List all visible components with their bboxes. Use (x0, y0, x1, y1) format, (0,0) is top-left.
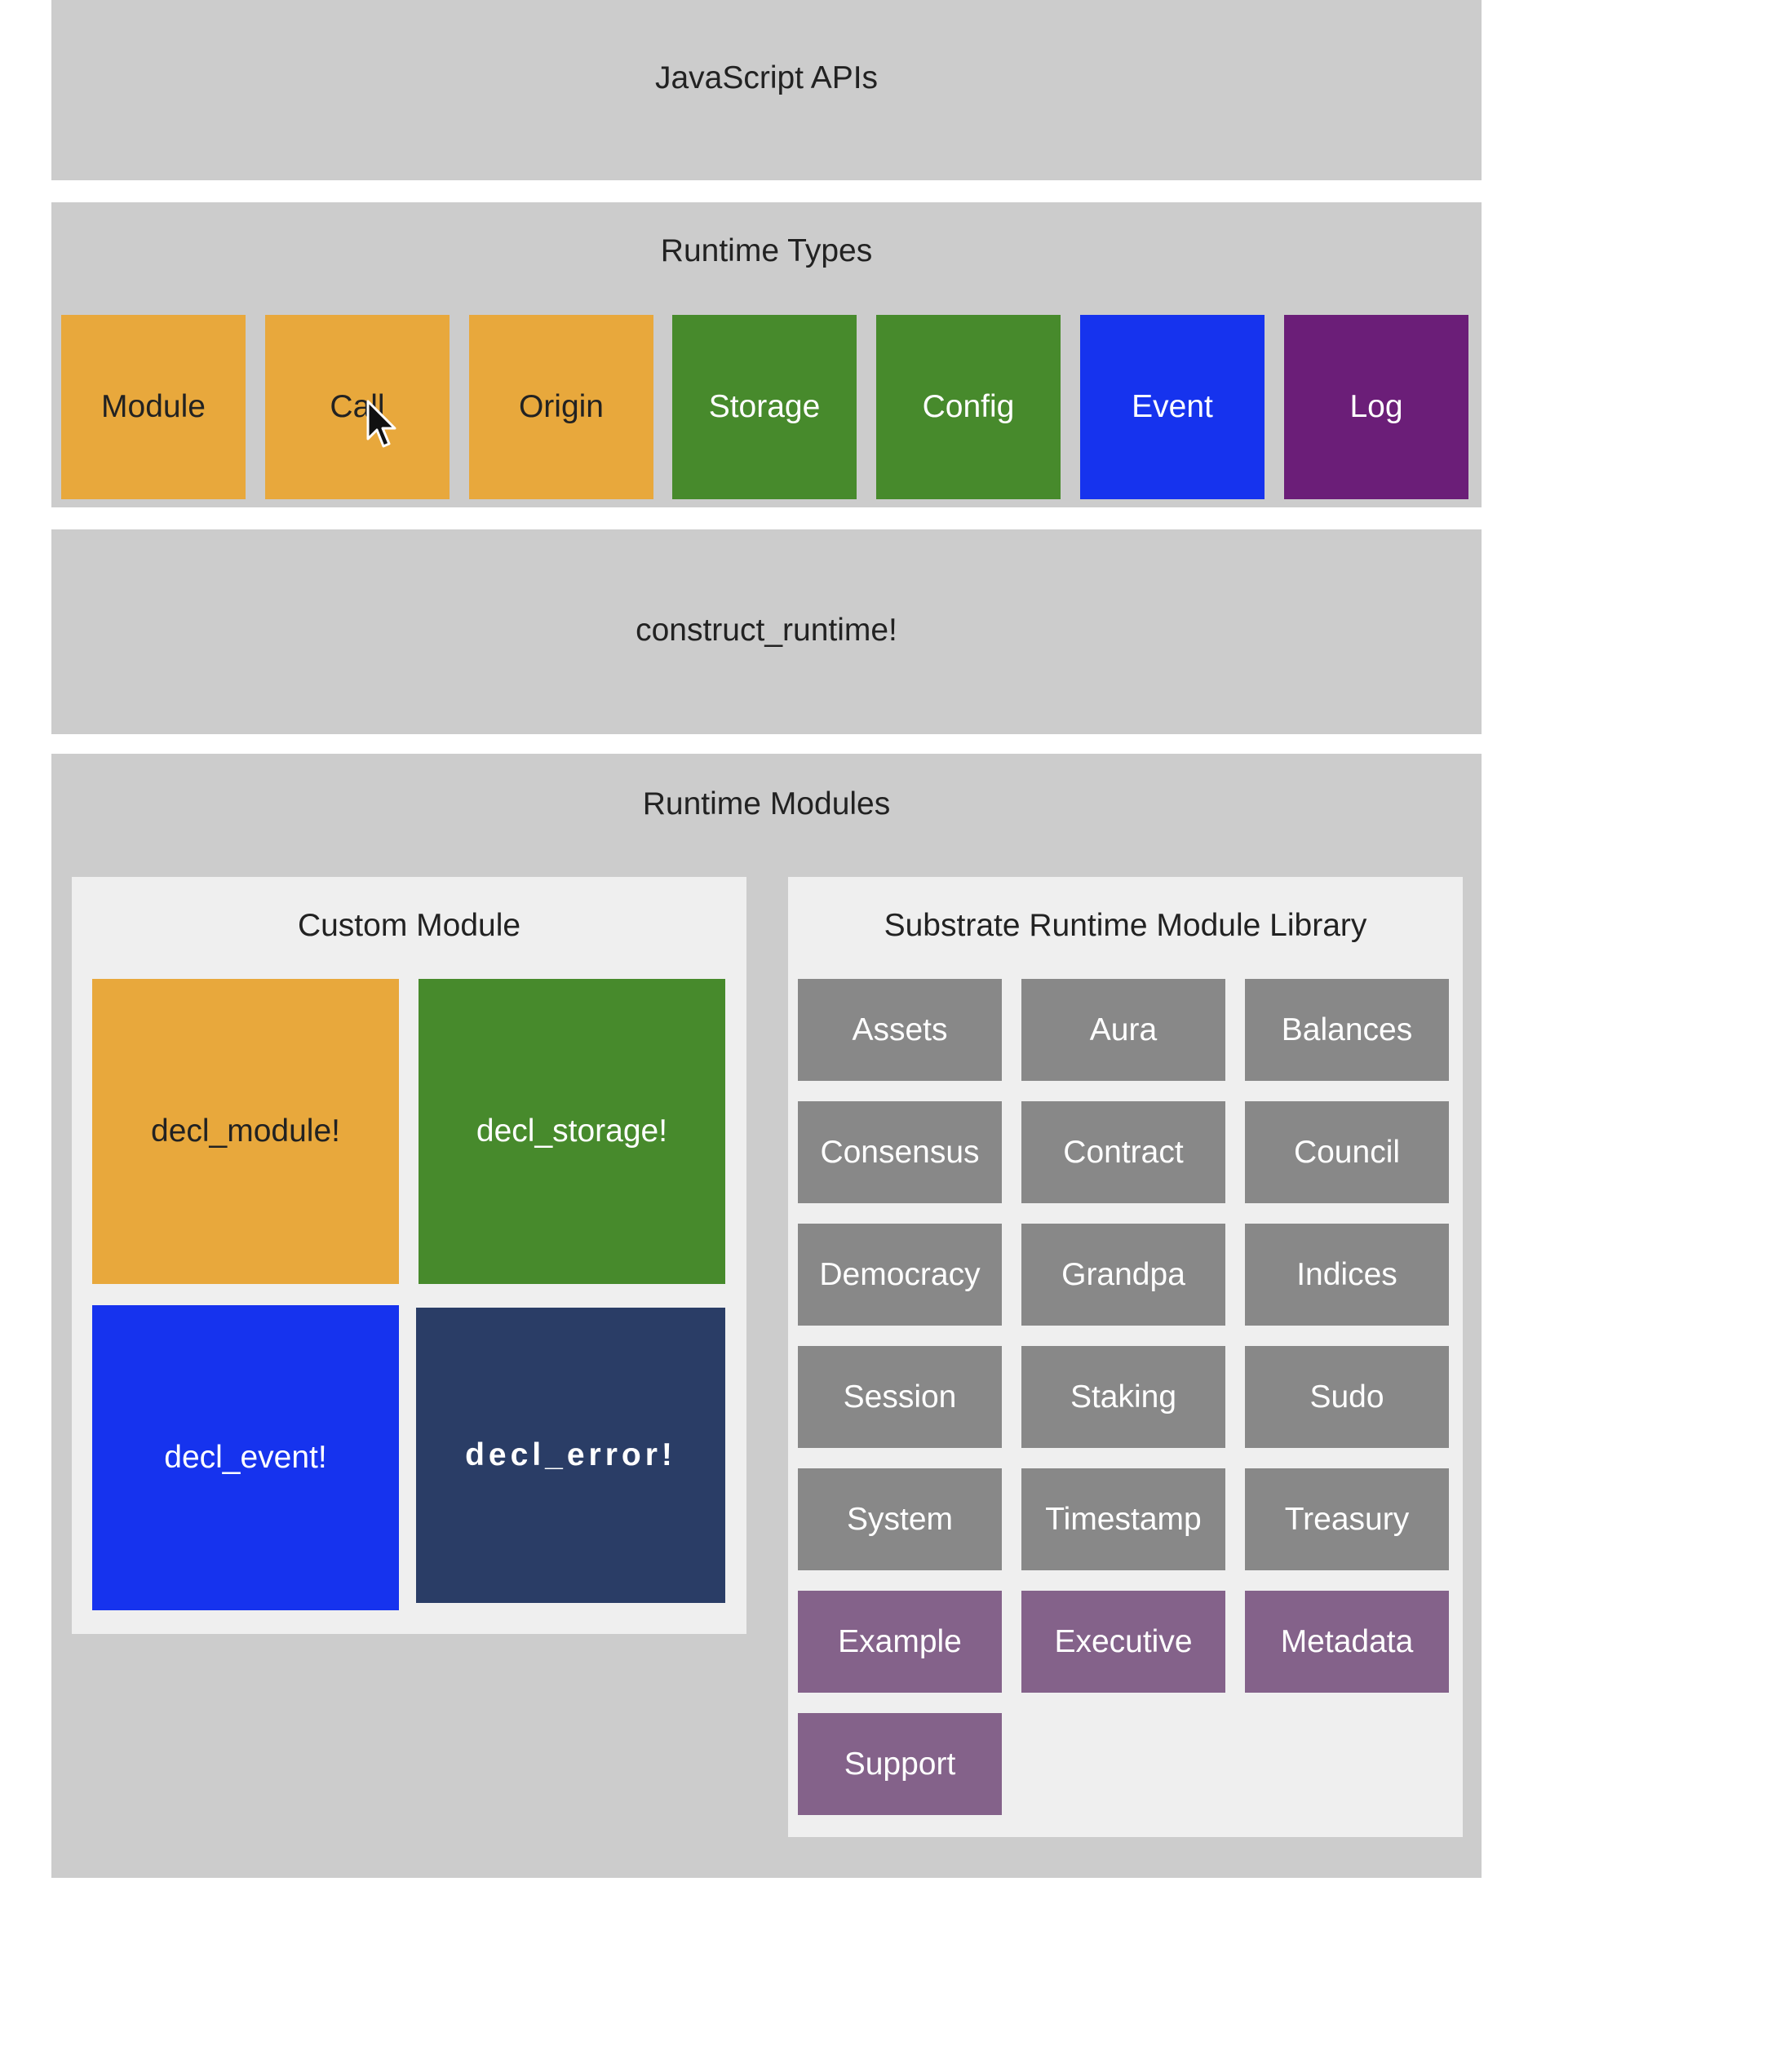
runtime-type-config[interactable]: Config (876, 315, 1061, 499)
srml-title: Substrate Runtime Module Library (884, 908, 1367, 943)
decl-error-box[interactable]: decl_error! (416, 1308, 725, 1603)
srml-module-staking[interactable]: Staking (1021, 1346, 1225, 1448)
srml-module-system[interactable]: System (798, 1468, 1002, 1570)
srml-module-assets[interactable]: Assets (798, 979, 1002, 1081)
runtime-types-title: Runtime Types (660, 233, 873, 268)
runtime-type-log[interactable]: Log (1284, 315, 1468, 499)
srml-module-grandpa[interactable]: Grandpa (1021, 1224, 1225, 1326)
srml-module-example[interactable]: Example (798, 1591, 1002, 1693)
srml-module-session[interactable]: Session (798, 1346, 1002, 1448)
runtime-type-origin[interactable]: Origin (469, 315, 653, 499)
srml-module-treasury[interactable]: Treasury (1245, 1468, 1449, 1570)
srml-module-consensus[interactable]: Consensus (798, 1101, 1002, 1203)
srml-module-contract[interactable]: Contract (1021, 1101, 1225, 1203)
construct-runtime-title: construct_runtime! (636, 613, 897, 648)
decl-event-box[interactable]: decl_event! (92, 1305, 399, 1610)
srml-module-council[interactable]: Council (1245, 1101, 1449, 1203)
runtime-modules-band: Runtime Modules Custom Module decl_modul… (51, 754, 1482, 1878)
srml-module-support[interactable]: Support (798, 1713, 1002, 1815)
runtime-types-band: Runtime Types Module Call Origin Storage… (51, 202, 1482, 507)
decl-module-box[interactable]: decl_module! (92, 979, 399, 1284)
custom-module-panel: Custom Module decl_module! decl_storage!… (72, 877, 746, 1634)
srml-module-metadata[interactable]: Metadata (1245, 1591, 1449, 1693)
srml-module-balances[interactable]: Balances (1245, 979, 1449, 1081)
construct-runtime-band: construct_runtime! (51, 529, 1482, 734)
runtime-type-module[interactable]: Module (61, 315, 246, 499)
srml-module-aura[interactable]: Aura (1021, 979, 1225, 1081)
javascript-apis-band: JavaScript APIs (51, 0, 1482, 180)
runtime-type-call[interactable]: Call (265, 315, 450, 499)
srml-module-timestamp[interactable]: Timestamp (1021, 1468, 1225, 1570)
runtime-type-storage[interactable]: Storage (672, 315, 857, 499)
runtime-type-event[interactable]: Event (1080, 315, 1265, 499)
runtime-modules-title: Runtime Modules (642, 786, 891, 821)
javascript-apis-title: JavaScript APIs (654, 60, 879, 95)
decl-storage-box[interactable]: decl_storage! (419, 979, 725, 1284)
custom-module-title: Custom Module (297, 908, 521, 943)
mouse-pointer-icon (366, 400, 396, 448)
srml-module-indices[interactable]: Indices (1245, 1224, 1449, 1326)
srml-module-executive[interactable]: Executive (1021, 1591, 1225, 1693)
srml-module-sudo[interactable]: Sudo (1245, 1346, 1449, 1448)
srml-module-democracy[interactable]: Democracy (798, 1224, 1002, 1326)
